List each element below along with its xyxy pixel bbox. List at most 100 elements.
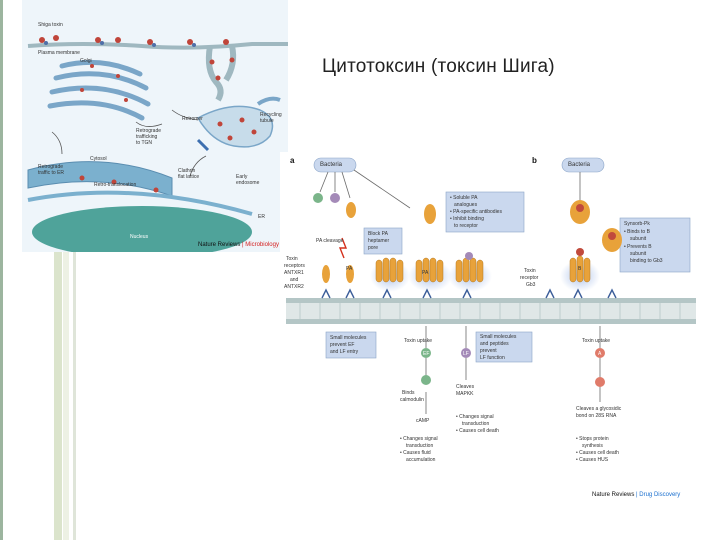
- credit-sep: |: [242, 242, 244, 248]
- small-b-line-4: LF function: [480, 355, 505, 361]
- syn-line-4: • Prevents B: [624, 244, 652, 250]
- st-out-line-1: • Stops protein: [576, 436, 609, 442]
- panel-b-label: b: [532, 156, 537, 165]
- gb3-line-1: Toxin: [524, 268, 536, 274]
- pa-protein: [346, 202, 356, 218]
- ef-line-2: calmodulin: [400, 397, 424, 403]
- soluble-line-2: analogues: [454, 202, 478, 208]
- toxin-dots-blue: [44, 41, 196, 47]
- cascade-line-4: accumulation: [406, 457, 436, 463]
- gb3-line-3: Gb3: [526, 282, 536, 288]
- stripe-4: [73, 0, 76, 540]
- golgi-stacks: [47, 59, 151, 121]
- syn-line-5: subunit: [630, 251, 647, 257]
- shiga-toxin-b1: [570, 200, 590, 224]
- uptake-label-b: Toxin uptake: [582, 338, 611, 344]
- small-molecules-box-b: [475, 331, 533, 363]
- pa-mark-1: PA: [346, 266, 353, 272]
- lf-out-line-1: • Changes signal: [456, 414, 494, 420]
- gb3-line-2: receptor: [520, 275, 539, 281]
- syn-line-1: Synsorb-Pk: [624, 221, 650, 227]
- pathway-arrows: [425, 326, 601, 414]
- pa-mark-2: PA: [422, 270, 429, 276]
- shiga-a-intracellular-1: [595, 348, 605, 358]
- soluble-line-5: to receptor: [454, 223, 478, 229]
- recept-line-2: receptors: [284, 263, 305, 269]
- label-er: ER: [258, 214, 265, 220]
- label-clathrin: Clathrin: [178, 168, 196, 174]
- lf-out-line-2: transduction: [462, 421, 490, 427]
- receptors: [321, 288, 617, 299]
- small-b-line-2: and peptides: [480, 341, 509, 347]
- toxin-dots-membrane: [39, 35, 229, 45]
- ef-intracellular: [421, 348, 431, 358]
- soluble-line-3: • PA-specific antibodies: [450, 209, 502, 215]
- label-retrograde-golgi: Retrograde: [136, 128, 162, 134]
- label-bacteria-b: Bacteria: [568, 162, 591, 168]
- recept-line-3: ANTXR1: [284, 270, 304, 276]
- pa-heptamer-1: [375, 257, 404, 283]
- small-b-line-3: prevent: [480, 348, 497, 354]
- credit-b-source: Nature Reviews: [592, 492, 635, 498]
- label-shiga-toxin: Shiga toxin: [38, 22, 63, 28]
- lf-on-pa: [465, 252, 473, 260]
- plasma-membrane-line: [27, 42, 288, 50]
- pa-heptamer-3: [455, 257, 484, 283]
- label-endosome: endosome: [236, 180, 260, 186]
- figure-b-diagram: [286, 157, 696, 414]
- block-line-3: pore: [368, 245, 379, 251]
- lf-mark: LF: [463, 351, 469, 357]
- syn-line-6: binding to Gb3: [630, 258, 663, 264]
- synsorb-box: [619, 217, 691, 273]
- st-out-line-4: • Causes HUS: [576, 457, 609, 463]
- pa-cleavage-label: PA cleavage: [316, 238, 344, 244]
- cascade-line-1: • Changes signal: [400, 436, 438, 442]
- label-plasma-membrane: Plasma membrane: [38, 50, 80, 56]
- small-a-line-1: Small molecules: [330, 335, 367, 341]
- invagination-1: [205, 45, 224, 102]
- camp-label: cAMP: [416, 418, 430, 424]
- soluble-line-1: • Soluble PA: [450, 195, 478, 201]
- label-cytosol: Cytosol: [90, 156, 107, 162]
- credit-b-sep: |: [636, 492, 638, 498]
- st-out-line-3: • Causes cell death: [576, 450, 619, 456]
- ef-protein: [313, 193, 323, 203]
- small-a-line-3: and LF entry: [330, 349, 359, 355]
- label-trafficking: trafficking: [136, 134, 158, 140]
- credit-b-journal: Drug Discovery: [639, 492, 681, 498]
- lf-line-2: MAPKK: [456, 391, 474, 397]
- golgi-toxin: [80, 64, 128, 102]
- st-line-1: Cleaves a glycosidic: [576, 406, 622, 412]
- recycling-tubule: [256, 96, 281, 106]
- membrane-heads: [286, 298, 696, 324]
- membrane-tails: [299, 303, 681, 319]
- label-tubule: tubule: [260, 118, 274, 124]
- pa-cleavage-bolt: [338, 237, 348, 259]
- small-b-line-1: Small molecules: [480, 334, 517, 340]
- label-nucleus: Nucleus: [130, 234, 149, 240]
- ef-calmodulin: [421, 375, 431, 385]
- figure-a-retrograde-trafficking: Shiga toxin Plasma membrane Golgi Retrog…: [22, 0, 288, 258]
- block-pa-box: [363, 227, 403, 255]
- block-line-2: heptamer: [368, 238, 390, 244]
- label-golgi: Golgi: [80, 58, 92, 64]
- lf-protein: [330, 193, 340, 203]
- syn-line-2: • Binds to B: [624, 229, 650, 235]
- label-flat-lattice: flat lattice: [178, 174, 200, 180]
- figure-a-diagram: [27, 35, 288, 258]
- lf-line-1: Cleaves: [456, 384, 475, 390]
- figure-a-credit: Nature Reviews | Microbiology: [198, 242, 279, 248]
- stripe-3: [63, 0, 69, 540]
- label-retrograde-er: Retrograde: [38, 164, 64, 170]
- a-sub-mark: A: [598, 351, 602, 357]
- clathrin-lattice: [196, 138, 210, 152]
- cascade-line-3: • Causes fluid: [400, 450, 431, 456]
- label-to-tgn: to TGN: [136, 140, 153, 146]
- label-retro-translocation: Retro-translocation: [94, 182, 137, 188]
- panel-a-label: a: [290, 156, 295, 165]
- soluble-line-4: • Inhibit binding: [450, 216, 484, 222]
- b-sub-mark: B: [578, 266, 582, 272]
- label-retromer: Retromer: [182, 116, 203, 122]
- figure-b-toxin-mechanisms: a b Bacteria Bacteria • Soluble PA analo…: [280, 152, 700, 510]
- st-out-line-2: synthesis: [582, 443, 603, 449]
